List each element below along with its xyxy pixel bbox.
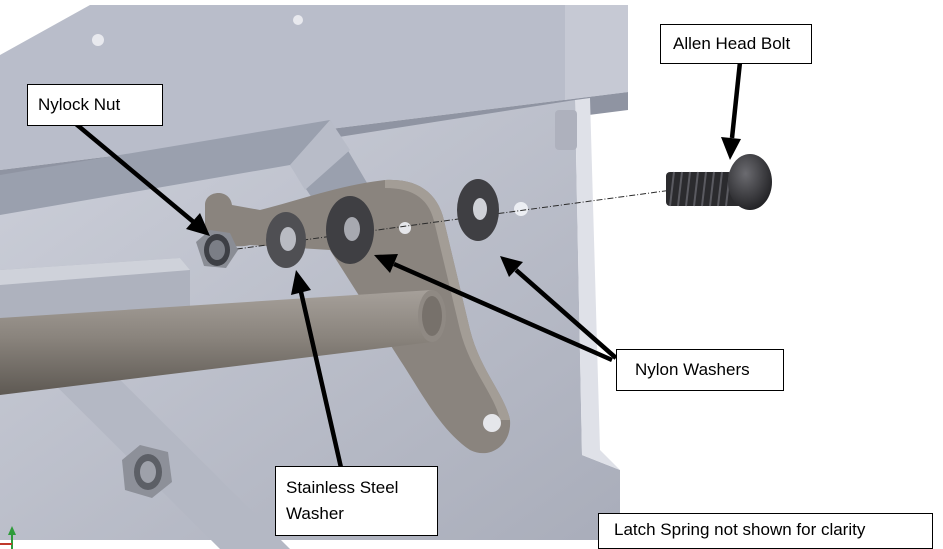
arrowhead <box>291 270 311 295</box>
allen-head-bolt <box>666 154 772 210</box>
callout-nylon-washers: Nylon Washers <box>616 349 784 391</box>
callout-nylock-nut: Nylock Nut <box>27 84 163 126</box>
upper-arm <box>0 120 430 300</box>
nylon-washer-1 <box>326 196 374 264</box>
axis-triad-icon <box>0 526 16 549</box>
arrowhead <box>721 137 741 160</box>
callout-stainless-steel-washer-line2: Washer <box>286 504 344 523</box>
arrowhead <box>186 213 210 236</box>
callout-nylock-nut-text: Nylock Nut <box>38 95 121 114</box>
arrowhead <box>500 256 523 277</box>
stainless-steel-washer <box>266 212 306 268</box>
note-latch-spring: Latch Spring not shown for clarity <box>598 513 933 549</box>
nylon-washer-2 <box>457 179 499 241</box>
leader-arrows <box>74 61 743 473</box>
callout-nylon-washers-text: Nylon Washers <box>635 360 750 379</box>
nylock-nut <box>196 230 238 268</box>
note-latch-spring-text: Latch Spring not shown for clarity <box>614 520 866 539</box>
arrowhead <box>374 254 398 273</box>
callout-stainless-steel-washer: Stainless Steel Washer <box>275 466 438 536</box>
lower-nylock-nut <box>122 445 172 498</box>
callout-allen-head-bolt: Allen Head Bolt <box>660 24 812 64</box>
callout-allen-head-bolt-text: Allen Head Bolt <box>673 34 791 53</box>
callout-stainless-steel-washer-line1: Stainless Steel <box>286 478 399 497</box>
latch-bracket <box>205 179 511 454</box>
cross-rod <box>0 290 446 395</box>
